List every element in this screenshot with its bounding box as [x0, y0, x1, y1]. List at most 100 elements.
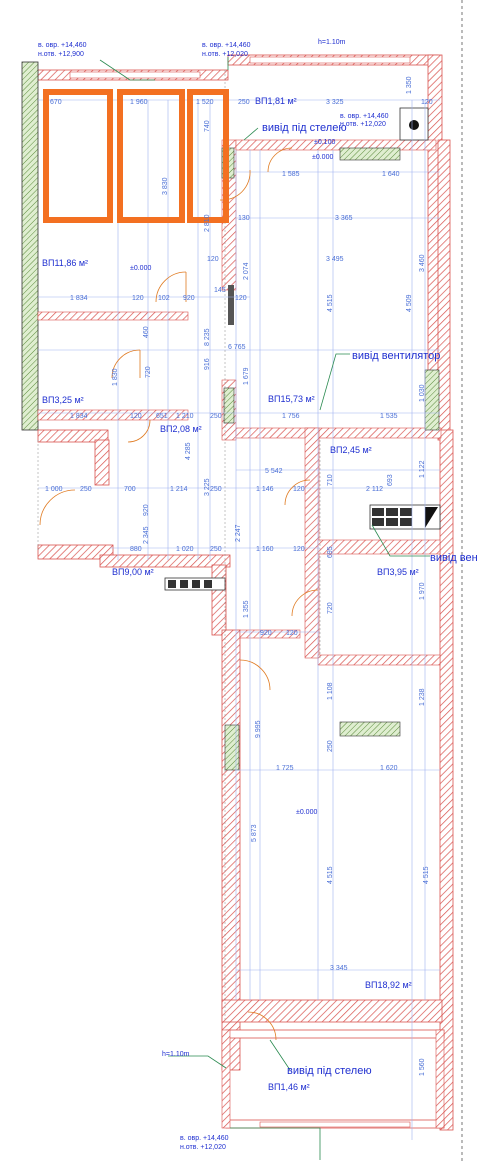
vertical-dimensions: 3 830 2 810 2 074 4 515 4 509 3 460 8 23…: [112, 76, 430, 1076]
vdim-710: 710: [327, 474, 334, 486]
dim-120b: 120: [207, 256, 219, 263]
dim-920b: 920: [260, 630, 272, 637]
dim-1020: 1 020: [176, 546, 194, 553]
vdim-920: 920: [143, 504, 150, 516]
vdim-460: 460: [143, 326, 150, 338]
note-top-right: h=1.10m: [318, 39, 346, 46]
dim-1160: 1 160: [256, 546, 274, 553]
note-bottom-1: в. овр. +14,460: [180, 1135, 229, 1142]
vdim-720b: 720: [327, 602, 334, 614]
vdim-695: 695: [327, 546, 334, 558]
highlight-frames: [43, 89, 229, 223]
dim-5542: 5 542: [265, 468, 283, 475]
vdim-4285: 4 285: [185, 442, 192, 460]
vdim-916: 916: [204, 358, 211, 370]
dim-1146: 1 146: [256, 486, 274, 493]
note-bottom-2: н.отв. +12,020: [180, 1144, 226, 1151]
outer-walls: [21, 54, 454, 1131]
note-top-mid-1: в. овр. +14,460: [202, 42, 251, 49]
vdim-1238: 1 238: [419, 688, 426, 706]
vdim-1830: 1 830: [112, 368, 119, 386]
room-label-vp11: ВП11,86 м²: [42, 258, 88, 268]
note-zero-3: ±0.000: [296, 809, 317, 816]
vdim-2810: 2 810: [204, 214, 211, 232]
dim-1725: 1 725: [276, 765, 294, 772]
axis-lines: [37, 70, 321, 1020]
dim-250d: 250: [210, 486, 222, 493]
dim-1210: 1 210: [176, 413, 194, 420]
dim-670: 670: [50, 99, 62, 106]
room-label-vp2-08: ВП2,08 м²: [160, 424, 202, 434]
dim-1756: 1 756: [282, 413, 300, 420]
dim-651: 651: [156, 413, 168, 420]
windows: [69, 56, 411, 1128]
dim-102: 102: [158, 295, 170, 302]
dim-1520: 1 520: [196, 99, 214, 106]
dim-1620: 1 620: [380, 765, 398, 772]
dim-3365: 3 365: [335, 215, 353, 222]
vdim-1122: 1 122: [419, 460, 426, 478]
vdim-4515b: 4 515: [327, 866, 334, 884]
dim-145: 145: [214, 287, 226, 294]
vdim-720a: 720: [145, 366, 152, 378]
room-label-vp2-45: ВП2,45 м²: [330, 445, 372, 455]
vdim-740: 740: [204, 120, 211, 132]
dim-120g: 120: [293, 546, 305, 553]
dim-920a: 920: [183, 295, 195, 302]
note-top-left-2: н.отв. +12,900: [38, 51, 84, 58]
dim-3325: 3 325: [326, 99, 344, 106]
note-top-mid-2: н.отв. +12,020: [202, 51, 248, 58]
note-zero-1: ±0.000: [130, 265, 151, 272]
dim-3495: 3 495: [326, 256, 344, 263]
dim-250a: 250: [238, 99, 250, 106]
dim-700: 700: [124, 486, 136, 493]
dim-1585: 1 585: [282, 171, 300, 178]
vdim-1350: 1 350: [406, 76, 413, 94]
vdim-4509: 4 509: [406, 294, 413, 312]
dim-120d: 120: [235, 295, 247, 302]
vdim-693: 693: [387, 474, 394, 486]
room-label-vp15: ВП15,73 м²: [268, 394, 315, 404]
vdim-1679: 1 679: [243, 367, 250, 385]
callout-ceiling-bottom: вивід під стелею: [287, 1065, 372, 1077]
vdim-2345: 2 345: [143, 526, 150, 544]
vdim-4515a: 4 515: [327, 294, 334, 312]
dim-250b: 250: [210, 413, 222, 420]
dim-120h: 120: [286, 630, 298, 637]
vdim-1970: 1 970: [419, 582, 426, 600]
callout-fan: вивід вентилятор: [352, 350, 440, 362]
vdim-9995: 9 995: [255, 720, 262, 738]
note-right-elev-1: в. овр. +14,460: [340, 113, 389, 120]
callout-vent-right: вивід вен: [430, 552, 478, 564]
vdim-1030: 1 030: [419, 384, 426, 402]
dim-1960: 1 960: [130, 99, 148, 106]
note-right-elev-2: н.отв. +12,020: [340, 121, 386, 128]
room-label-vp9: ВП9,00 м²: [112, 567, 154, 577]
vdim-4515c: 4 515: [423, 866, 430, 884]
dim-1214: 1 214: [170, 486, 188, 493]
note-zero-4: ±0.100: [314, 139, 335, 146]
vdim-3830: 3 830: [162, 177, 169, 195]
dim-880: 880: [130, 546, 142, 553]
vdim-1355: 1 355: [243, 600, 250, 618]
vdim-2247: 2 247: [235, 524, 242, 542]
room-label-vp3-left: ВП3,25 м²: [42, 395, 84, 405]
room-label-vp18: ВП18,92 м²: [365, 980, 412, 990]
dim-120c: 120: [132, 295, 144, 302]
vdim-1108: 1 108: [327, 682, 334, 700]
horizontal-dimensions: 670 1 960 1 520 250 3 325 120 1 585 1 64…: [45, 99, 433, 972]
room-label-vp1-top: ВП1,81 м²: [255, 96, 297, 106]
vent-shafts: [164, 107, 441, 591]
leader-lines: [99, 57, 430, 1160]
room-label-vp1-bottom: ВП1,46 м²: [268, 1082, 310, 1092]
vdim-250: 250: [327, 740, 334, 752]
note-bottom-h: h=1.10m: [162, 1051, 190, 1058]
vdim-3225: 3 225: [204, 478, 211, 496]
vdim-1560: 1 560: [419, 1058, 426, 1076]
dim-250c: 250: [80, 486, 92, 493]
doors: [39, 147, 319, 1041]
dim-1000: 1 000: [45, 486, 63, 493]
dim-1535: 1 535: [380, 413, 398, 420]
room-label-vp3-95: ВП3,95 м²: [377, 567, 419, 577]
